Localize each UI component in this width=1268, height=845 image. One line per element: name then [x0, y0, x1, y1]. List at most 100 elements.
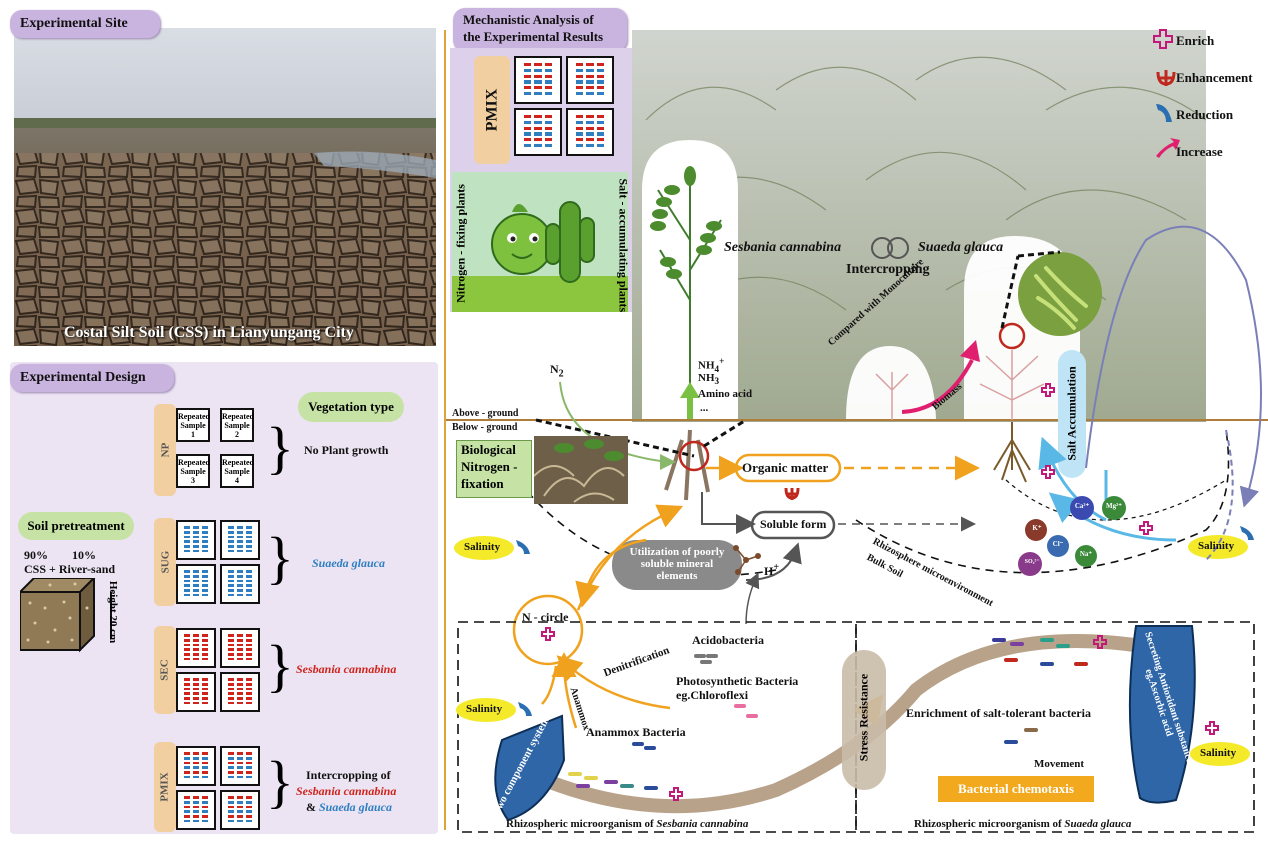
sample-dot: [575, 74, 583, 78]
photo-caption: Costal Silt Soil (CSS) in Lianyungang Ci…: [64, 324, 354, 341]
sample-dot: [228, 752, 235, 755]
sample-dot: [193, 639, 199, 642]
sample-dot: [184, 584, 191, 587]
sample-dot: [237, 771, 243, 774]
nfix-plants-label: Nitrogen - fixing plants: [453, 184, 468, 303]
sample-dot: [586, 80, 594, 84]
sample-dot: [201, 757, 208, 760]
sample-dot: [586, 121, 594, 125]
sample-dot: [228, 815, 235, 818]
chemotaxis-label: Bacterial chemotaxis: [938, 776, 1094, 802]
sample-dot: [184, 639, 191, 642]
soil-cube: [20, 578, 96, 653]
sample-dot: [245, 570, 252, 573]
legend-enrich: Enrich: [1176, 33, 1215, 48]
sample-dot: [545, 74, 553, 78]
vertical-divider: [444, 30, 446, 830]
experimental-site-panel: Costal Silt Soil (CSS) in Lianyungang Ci…: [14, 28, 436, 346]
sample-dot: [534, 86, 542, 90]
repeated-sample-4: Repeated Sample 4: [220, 454, 254, 488]
sample-dot: [184, 757, 191, 760]
sample-dot: [193, 766, 199, 769]
mech-title-line-2: the Experimental Results: [463, 29, 604, 44]
pmix-desc-2: Sesbania cannabina: [296, 784, 397, 798]
sample-dot: [193, 540, 199, 543]
sample-dot: [523, 74, 531, 78]
sample-dot: [237, 657, 243, 661]
sample-dot: [534, 132, 542, 136]
sample-dot: [184, 575, 191, 578]
sample-dot: [201, 775, 208, 779]
height-value: 20 cm: [107, 615, 120, 644]
sample-dot: [201, 545, 208, 548]
repeated-sample-2: Repeated Sample 2: [220, 408, 254, 442]
mechanism-diagram: [446, 29, 1268, 833]
stress-resistance-label: Stress Resistance: [856, 673, 871, 762]
sample-dot: [575, 91, 583, 95]
sample-dot: [237, 634, 243, 637]
sample-dot: [534, 138, 542, 142]
soluble-form-label: Soluble form: [760, 517, 827, 531]
sample-dot: [575, 126, 583, 130]
sample-dot: [575, 121, 583, 125]
sample-dot: [534, 143, 542, 147]
sample-dot: [245, 545, 252, 548]
salt-plants-label: Salt - accumulating plants: [616, 178, 631, 313]
sample-dot: [237, 526, 243, 529]
sample-dot: [245, 775, 252, 779]
sample-dot: [245, 683, 252, 686]
sample-dot: [597, 74, 605, 78]
sample-dot: [193, 589, 199, 592]
sample-dot: [245, 819, 252, 823]
sample-box: [514, 56, 562, 104]
pmix-desc-3: & Suaeda glauca: [306, 800, 393, 814]
sample-dot: [575, 132, 583, 136]
pmix-brace: }: [266, 749, 294, 814]
sample-box: [176, 672, 216, 712]
sample-dot: [193, 653, 199, 656]
sample-dot: [523, 126, 531, 130]
sample-dot: [201, 653, 208, 656]
sample-dot: [586, 86, 594, 90]
sample-dot: [523, 143, 531, 147]
sample-dot: [597, 69, 605, 73]
sample-dot: [193, 815, 199, 818]
sample-dot: [237, 815, 243, 818]
sample-dot: [245, 589, 252, 592]
salinity-label-3: Salinity: [1198, 540, 1235, 552]
sample-dot: [184, 593, 191, 597]
sample-dot: [184, 810, 191, 813]
sample-dot: [193, 545, 199, 548]
sample-dot: [184, 752, 191, 755]
sample-box: [220, 564, 260, 604]
sample-dot: [586, 69, 594, 73]
sample-dot: [184, 815, 191, 818]
sample-dot: [597, 80, 605, 84]
sample-dot: [237, 531, 243, 534]
sec-brace: }: [266, 633, 294, 698]
sample-dot: [193, 648, 199, 651]
sample-dot: [586, 138, 594, 142]
sample-dot: [228, 801, 235, 804]
sample-dot: [201, 683, 208, 686]
sample-dot: [545, 121, 553, 125]
sample-dot: [201, 643, 208, 647]
sample-dot: [228, 584, 235, 587]
sample-dot: [586, 132, 594, 136]
sample-dot: [184, 643, 191, 647]
sample-dot: [184, 775, 191, 779]
sample-dot: [184, 579, 191, 583]
sample-dot: [597, 138, 605, 142]
sample-dot: [184, 540, 191, 543]
sample-dot: [228, 796, 235, 799]
sample-dot: [193, 593, 199, 597]
sample-dot: [228, 653, 235, 656]
sample-dot: [184, 697, 191, 700]
sample-dot: [237, 549, 243, 553]
sample-dot: [545, 115, 553, 119]
sample-dot: [245, 805, 252, 809]
sample-dot: [201, 540, 208, 543]
sample-dot: [193, 775, 199, 779]
sample-dot: [193, 805, 199, 809]
anammox-bacteria-label: Anammox Bacteria: [586, 725, 686, 739]
